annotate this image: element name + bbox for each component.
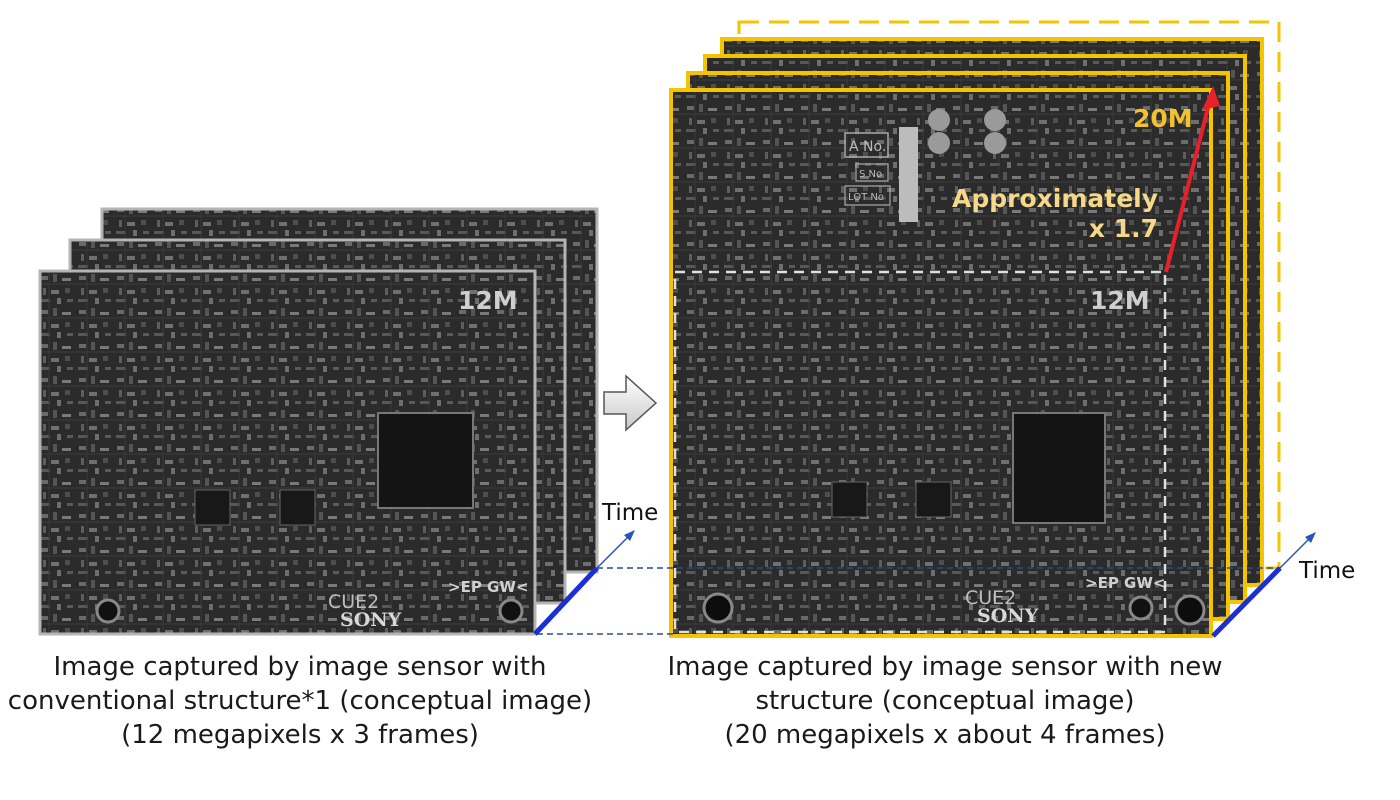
right-screw-3 xyxy=(984,109,1006,131)
right-screw-2 xyxy=(928,132,950,154)
left-board-brand: SONY xyxy=(340,609,402,631)
caption-left-line-3: (12 megapixels x 3 frames) xyxy=(121,720,479,750)
right-board-marks: >EP GW< xyxy=(1085,574,1165,592)
time-axis-right-thin xyxy=(1279,534,1314,569)
right-screw-1 xyxy=(928,109,950,131)
resolution-label-12m-right: 12M xyxy=(1090,286,1150,315)
left-mount-hole-1 xyxy=(95,598,121,624)
right-frame-front xyxy=(669,88,1213,638)
left-mount-hole-2 xyxy=(498,598,524,624)
growth-arrow-line xyxy=(1164,95,1213,273)
approximate-line-1: Approximately xyxy=(952,184,1159,213)
time-axis-right-arrow-icon xyxy=(1305,532,1316,543)
right-label-lot-box xyxy=(844,185,891,206)
growth-arrow-head-icon xyxy=(1202,86,1220,110)
right-label-s-box xyxy=(855,163,889,182)
right-main-chip xyxy=(1012,412,1106,524)
right-frame-stack: A No. S No LOT No CUE2 SONY >EP GW< xyxy=(669,20,1281,638)
transition-arrow-icon xyxy=(603,374,658,432)
right-small-chip-1 xyxy=(831,481,868,518)
left-frame-stack: CUE2 SONY >EP GW< xyxy=(38,207,599,636)
right-silver-strip xyxy=(899,127,918,222)
left-board-cue: CUE2 xyxy=(328,591,379,613)
left-main-chip xyxy=(377,412,474,509)
caption-left-line-1: Image captured by image sensor with xyxy=(53,652,547,682)
time-axis-left-arrow-icon xyxy=(624,530,635,541)
right-label-s-no: S No xyxy=(859,169,882,180)
approximate-increase-label: Approximately x 1.7 xyxy=(952,184,1158,244)
time-axis-right-solid xyxy=(1211,566,1282,638)
resolution-label-12m-left: 12M xyxy=(458,286,518,315)
right-mount-hole-2 xyxy=(1128,595,1154,621)
right-label-a-box xyxy=(844,132,889,158)
left-board-marks: >EP GW< xyxy=(448,578,528,596)
right-small-chip-2 xyxy=(915,481,952,518)
caption-left-line-2: conventional structure*1 (conceptual ima… xyxy=(7,686,593,716)
right-front-board-details: A No. S No LOT No CUE2 SONY >EP GW< xyxy=(702,109,1206,627)
caption-conventional: Image captured by image sensor with conv… xyxy=(0,650,600,752)
caption-right-line-3: (20 megapixels x about 4 frames) xyxy=(724,720,1166,750)
time-axis-left-solid xyxy=(533,566,599,636)
time-label-left: Time xyxy=(602,500,659,526)
resolution-label-20m: 20M xyxy=(1133,104,1193,133)
caption-right-line-2: structure (conceptual image) xyxy=(755,686,1135,716)
right-screw-4 xyxy=(984,132,1006,154)
right-board-brand: SONY xyxy=(977,605,1039,627)
approximate-line-2: x 1.7 xyxy=(1088,214,1159,243)
right-label-a-no: A No. xyxy=(849,139,886,155)
caption-right-line-1: Image captured by image sensor with new xyxy=(667,652,1223,682)
area-12m-outline xyxy=(673,270,1167,634)
caption-new-structure: Image captured by image sensor with new … xyxy=(640,650,1250,752)
right-mount-hole-1 xyxy=(702,592,734,624)
time-label-right: Time xyxy=(1299,558,1356,584)
right-mount-hole-3 xyxy=(1174,594,1206,626)
time-axis-left-thin xyxy=(596,532,633,569)
right-board-cue: CUE2 xyxy=(965,587,1016,609)
left-front-board-details: CUE2 SONY >EP GW< xyxy=(95,412,528,631)
left-small-chip-1 xyxy=(194,489,231,526)
left-small-chip-2 xyxy=(279,489,316,526)
right-label-lot-no: LOT No xyxy=(848,192,884,203)
